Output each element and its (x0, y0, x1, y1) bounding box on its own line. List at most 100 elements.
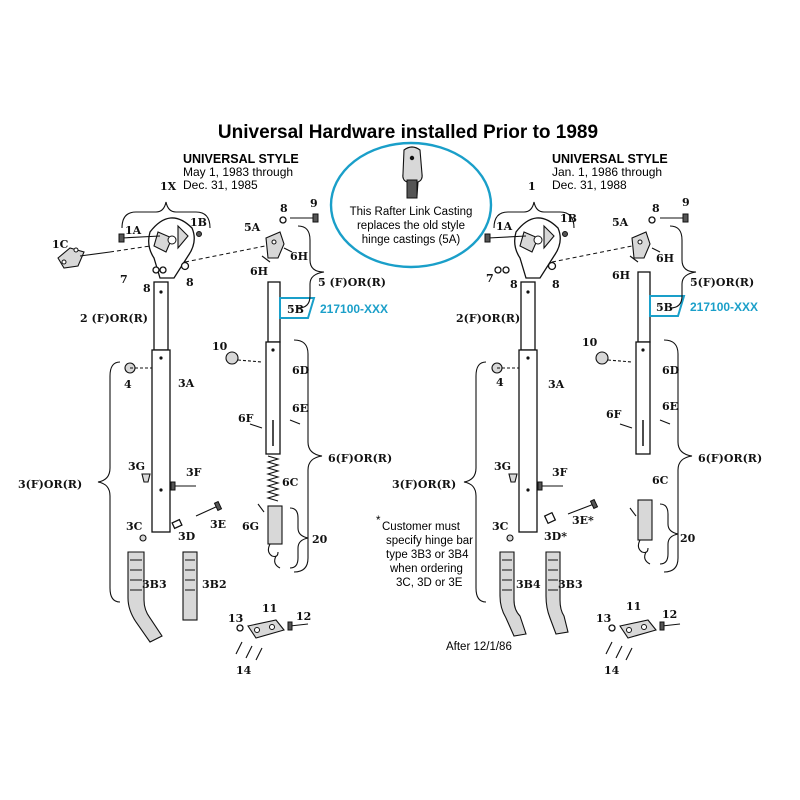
label-6g: 6G (242, 520, 259, 533)
note-line-5: 3C, 3D or 3E (396, 577, 463, 589)
washer-8a-right-icon (502, 266, 510, 274)
callout-ellipse (329, 141, 493, 269)
bolt-10-right-icon (595, 351, 633, 365)
after-note: After 12/1/86 (446, 641, 512, 653)
left-date-line-1: May 1, 1983 through (183, 165, 293, 179)
brace-3 (97, 361, 121, 603)
note-asterisk: * (376, 515, 381, 527)
label-6d: 6D (292, 364, 310, 377)
nut-3c-icon (139, 534, 147, 542)
bolt-3f-right-icon (537, 481, 563, 491)
label-6h-right: 6H (290, 250, 308, 263)
part-number-left: 217100-XXX (320, 302, 388, 316)
label-7: 7 (120, 273, 128, 286)
label-9-right: 9 (682, 196, 690, 209)
note-line-2: specify hinge bar (386, 535, 473, 547)
label-8c-right: 8 (652, 202, 660, 215)
washer-7b-icon (159, 266, 167, 274)
label-5a-right: 5A (612, 216, 629, 229)
label-1c: 1C (52, 238, 69, 251)
label-3d: 3D (178, 530, 196, 543)
nut-3c-right-icon (506, 534, 514, 542)
washer-8c-icon (279, 216, 287, 224)
label-3e-right: 3E* (572, 514, 594, 527)
screw-6h-right-right (651, 247, 661, 253)
washer-8b-right-icon (547, 261, 557, 271)
callout-line-3: hinge castings (5A) (362, 234, 461, 246)
label-3e: 3E (210, 518, 226, 531)
label-7-right: 7 (486, 272, 494, 285)
bolt-10-icon (225, 351, 263, 365)
label-3a: 3A (178, 377, 195, 390)
hinge-bar-3b2-icon (182, 551, 198, 621)
label-11: 11 (262, 602, 277, 615)
label-3f-right: 3F (552, 466, 568, 479)
pin-6g-right-icon (629, 507, 637, 517)
label-12-right: 12 (662, 608, 677, 621)
screws-14-icon (235, 641, 263, 661)
customer-note: * Customer must specify hinge bar type 3… (376, 515, 473, 589)
brace-3-right (463, 361, 487, 603)
hinge-bar-3b3-right-icon (545, 551, 569, 635)
label-4-right: 4 (496, 376, 504, 389)
tube-5-right (637, 271, 651, 343)
label-3g-right: 3G (494, 460, 511, 473)
brace-5 (297, 225, 325, 309)
label-8c: 8 (280, 202, 288, 215)
block-3g-icon (141, 473, 151, 483)
brace-6-right (663, 339, 693, 573)
callout-line-1: This Rafter Link Casting (350, 206, 473, 218)
label-8b-right: 8 (552, 278, 560, 291)
label-6-right: 6(F)OR(R) (698, 452, 762, 465)
label-12: 12 (296, 610, 311, 623)
brace-6 (293, 339, 323, 573)
label-6: 6(F)OR(R) (328, 452, 392, 465)
screw-6e-right-icon (659, 419, 671, 425)
screw-6h-right (283, 247, 293, 253)
tube-6-right (635, 341, 651, 455)
label-6h-left: 6H (250, 265, 268, 278)
right-assembly: UNIVERSAL STYLE Jan. 1, 1986 through Dec… (392, 152, 762, 677)
part-number-right: 217100-XXX (690, 300, 758, 314)
bolt-4-icon (124, 362, 152, 374)
label-5a: 5A (244, 221, 261, 234)
box-5b-right (649, 295, 686, 317)
label-5b-right: 5B (656, 301, 673, 314)
label-3a-right: 3A (548, 378, 565, 391)
label-10: 10 (212, 340, 228, 353)
label-20-right: 20 (680, 532, 696, 545)
spring-6c-icon (266, 455, 280, 502)
washer-13-icon (236, 624, 244, 632)
label-6e: 6E (292, 402, 308, 415)
left-date-line-2: Dec. 31, 1985 (183, 178, 258, 192)
label-5-right: 5(F)OR(R) (690, 276, 754, 289)
link-20-right-icon (637, 499, 653, 565)
label-3b3: 3B3 (142, 578, 167, 591)
screw-6e-icon (289, 419, 301, 425)
brace-20-right (659, 503, 679, 565)
label-4: 4 (124, 378, 132, 391)
label-1x: 1X (160, 180, 177, 193)
bolt-9-icon (290, 213, 319, 223)
label-3g: 3G (128, 460, 145, 473)
rail-3a-right-tube (518, 349, 538, 533)
hub-casting-1-icon (514, 217, 561, 279)
brace-1x (121, 201, 211, 229)
tube-5 (267, 281, 281, 343)
label-6d-right: 6D (662, 364, 680, 377)
washer-7-right-icon (494, 266, 502, 274)
label-3c: 3C (126, 520, 143, 533)
label-3b3-right: 3B3 (558, 578, 583, 591)
tube-6 (265, 341, 281, 455)
screw-6f-right-icon (619, 423, 633, 429)
label-3b2: 3B2 (202, 578, 227, 591)
label-6f-right: 6F (606, 408, 622, 421)
label-13-right: 13 (596, 612, 611, 625)
hinge-bar-3b3-icon (127, 551, 163, 643)
label-3-right: 3(F)OR(R) (392, 478, 456, 491)
label-14-right: 14 (604, 664, 620, 677)
link-20-icon (267, 505, 283, 569)
nut-1b-right-icon (562, 231, 568, 237)
rafter-link-casting-icon (402, 146, 423, 199)
note-line-3: type 3B3 or 3B4 (386, 549, 469, 561)
